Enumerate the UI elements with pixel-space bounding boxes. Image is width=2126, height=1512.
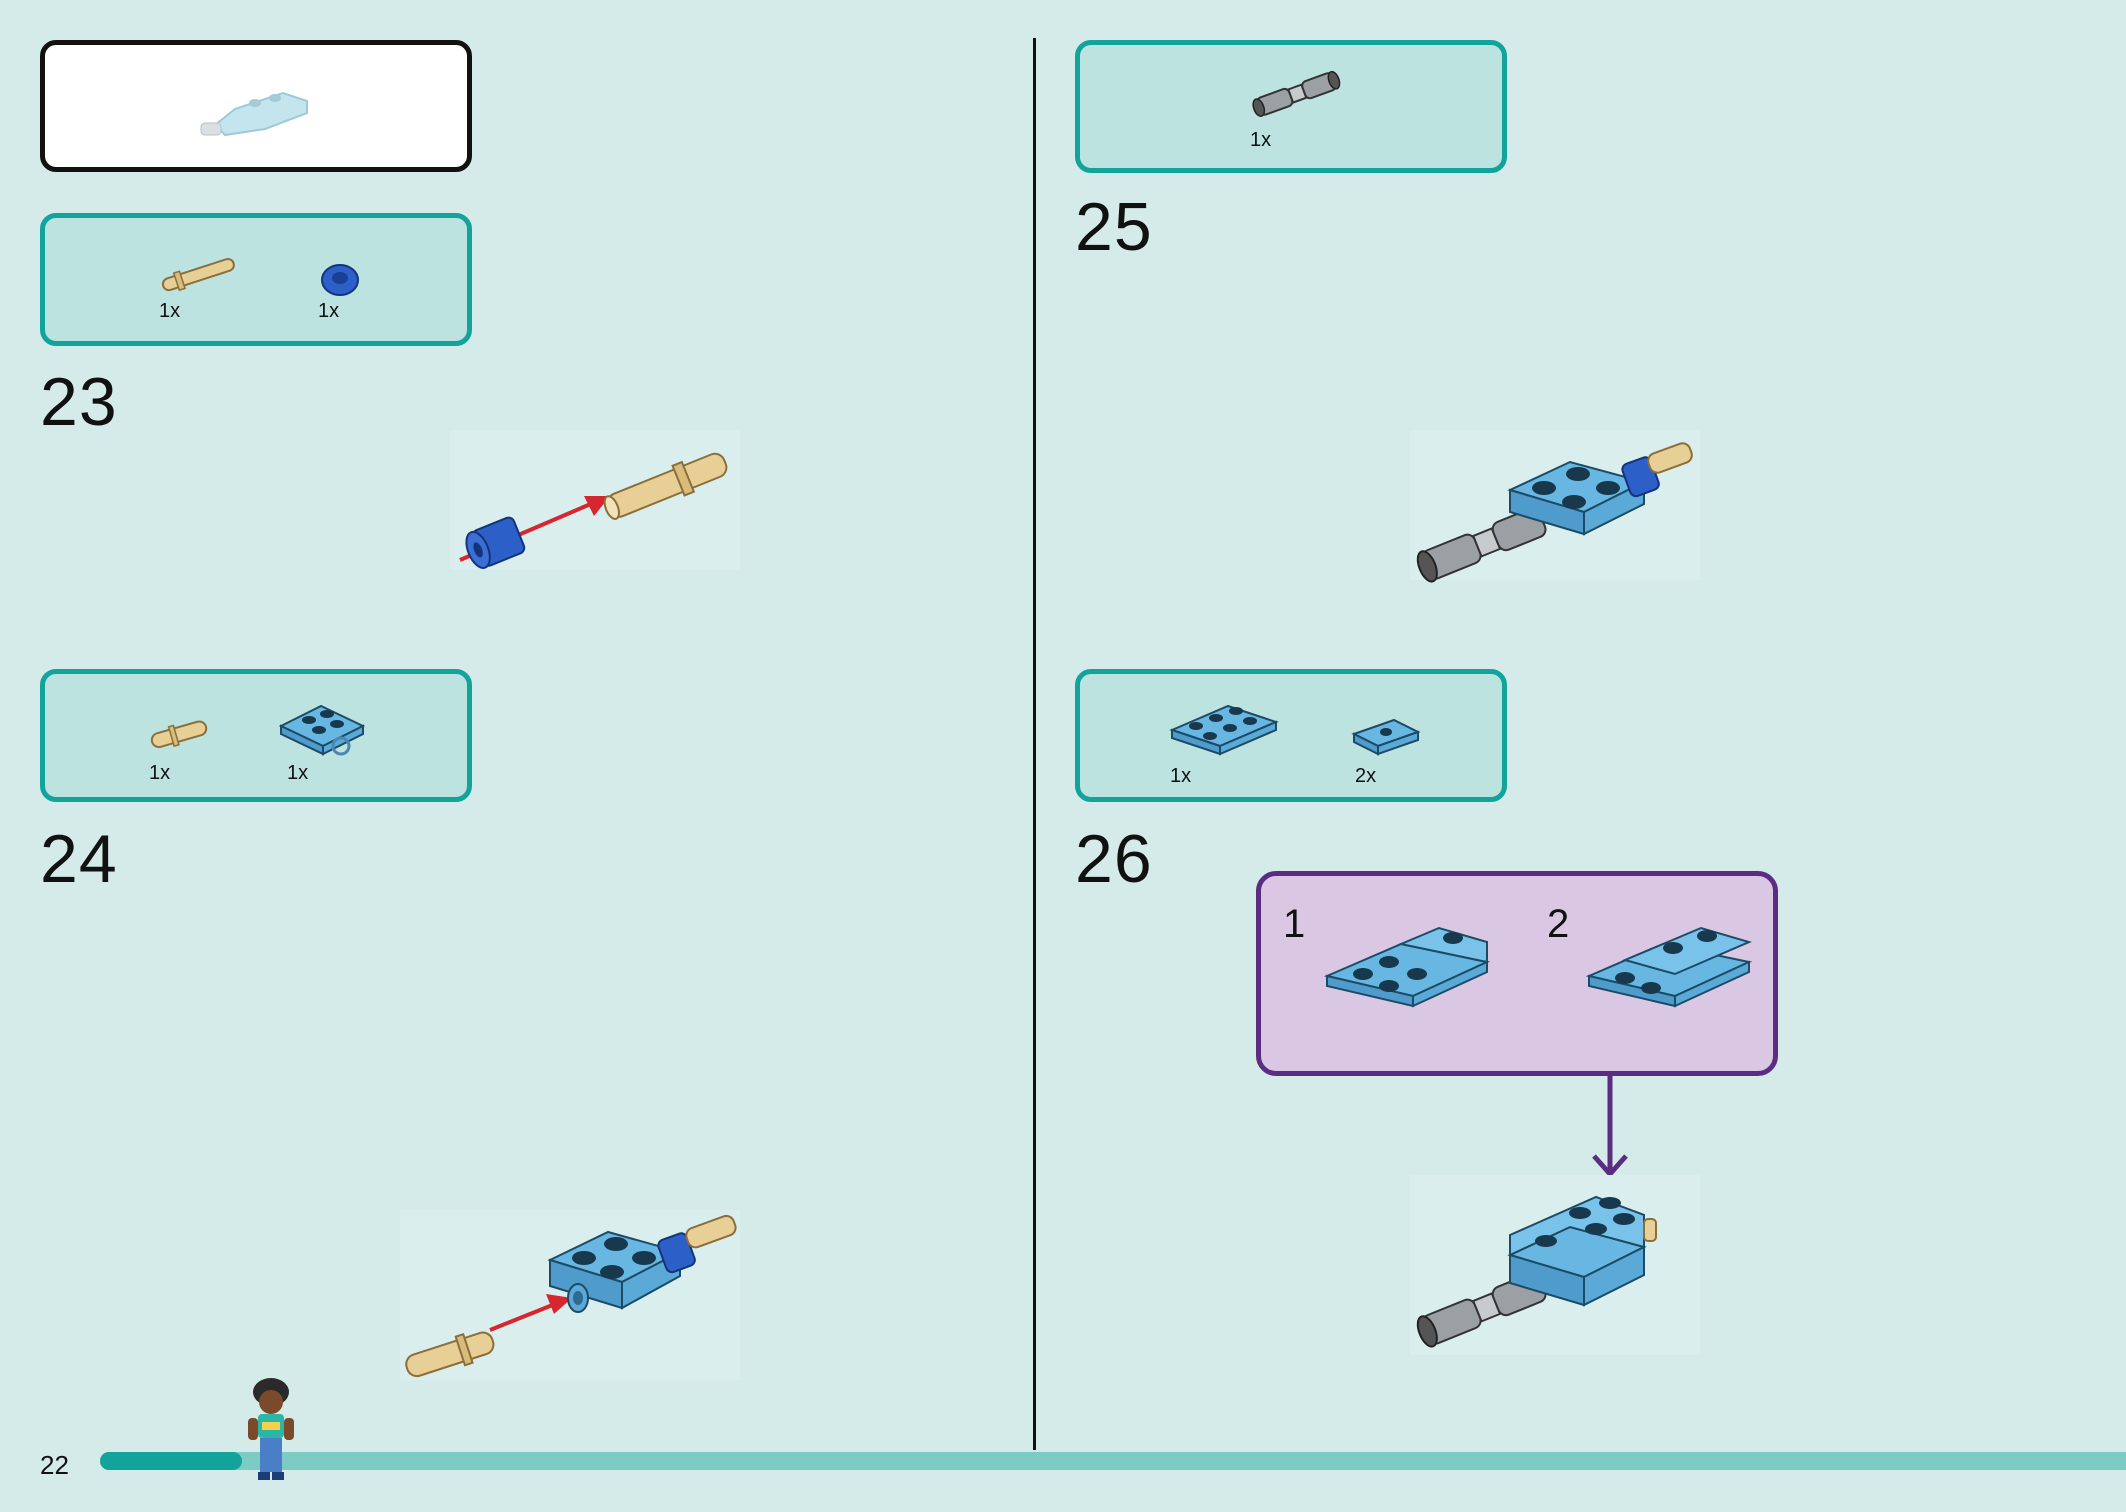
step-25-assembly-illustration bbox=[1410, 430, 1700, 583]
substep-2-number: 2 bbox=[1547, 902, 1570, 946]
grey-universal-joint-icon bbox=[1252, 70, 1341, 117]
tan-pin-icon bbox=[150, 720, 208, 749]
tan-axle-pin-icon bbox=[161, 257, 235, 292]
step-26-assembly-illustration bbox=[1410, 1175, 1700, 1355]
blue-bush-icon bbox=[321, 264, 359, 296]
part-qty: 2x bbox=[1355, 765, 1377, 787]
finished-model-icon bbox=[200, 91, 308, 137]
subassembly-arrow bbox=[1592, 1076, 1628, 1178]
step-24-assembly-illustration bbox=[400, 1210, 740, 1380]
substep-2-illustration bbox=[1585, 926, 1753, 1008]
azure-plate-1x2-icon bbox=[1351, 718, 1421, 756]
substep-1-illustration bbox=[1323, 926, 1491, 1008]
step-24-number: 24 bbox=[40, 821, 118, 897]
step-26-subassembly-callout: 1 2 bbox=[1256, 871, 1778, 1076]
step-23-number: 23 bbox=[40, 364, 118, 440]
azure-plate-with-hole-icon bbox=[278, 704, 366, 756]
previous-model-preview bbox=[40, 40, 472, 172]
azure-plate-2x3-icon bbox=[1169, 704, 1279, 756]
step-25-number: 25 bbox=[1075, 189, 1153, 265]
part-qty: 1x bbox=[287, 762, 309, 784]
part-qty: 1x bbox=[1170, 765, 1192, 787]
part-qty: 1x bbox=[149, 762, 171, 784]
step-23-parts-callout: 1x 1x bbox=[40, 213, 472, 346]
page-number: 22 bbox=[40, 1450, 69, 1480]
progress-track bbox=[100, 1452, 2126, 1470]
page-divider bbox=[1033, 38, 1036, 1450]
part-qty: 1x bbox=[318, 300, 340, 322]
progress-fill bbox=[100, 1452, 242, 1470]
step-25-parts-callout: 1x bbox=[1075, 40, 1507, 173]
minifigure-icon bbox=[248, 1378, 294, 1480]
part-qty: 1x bbox=[1250, 129, 1272, 151]
part-qty: 1x bbox=[159, 300, 181, 322]
step-26-parts-callout: 1x 2x bbox=[1075, 669, 1507, 802]
step-24-parts-callout: 1x 1x bbox=[40, 669, 472, 802]
step-26-number: 26 bbox=[1075, 821, 1153, 897]
step-23-assembly-illustration bbox=[450, 430, 740, 570]
substep-1-number: 1 bbox=[1283, 902, 1306, 946]
